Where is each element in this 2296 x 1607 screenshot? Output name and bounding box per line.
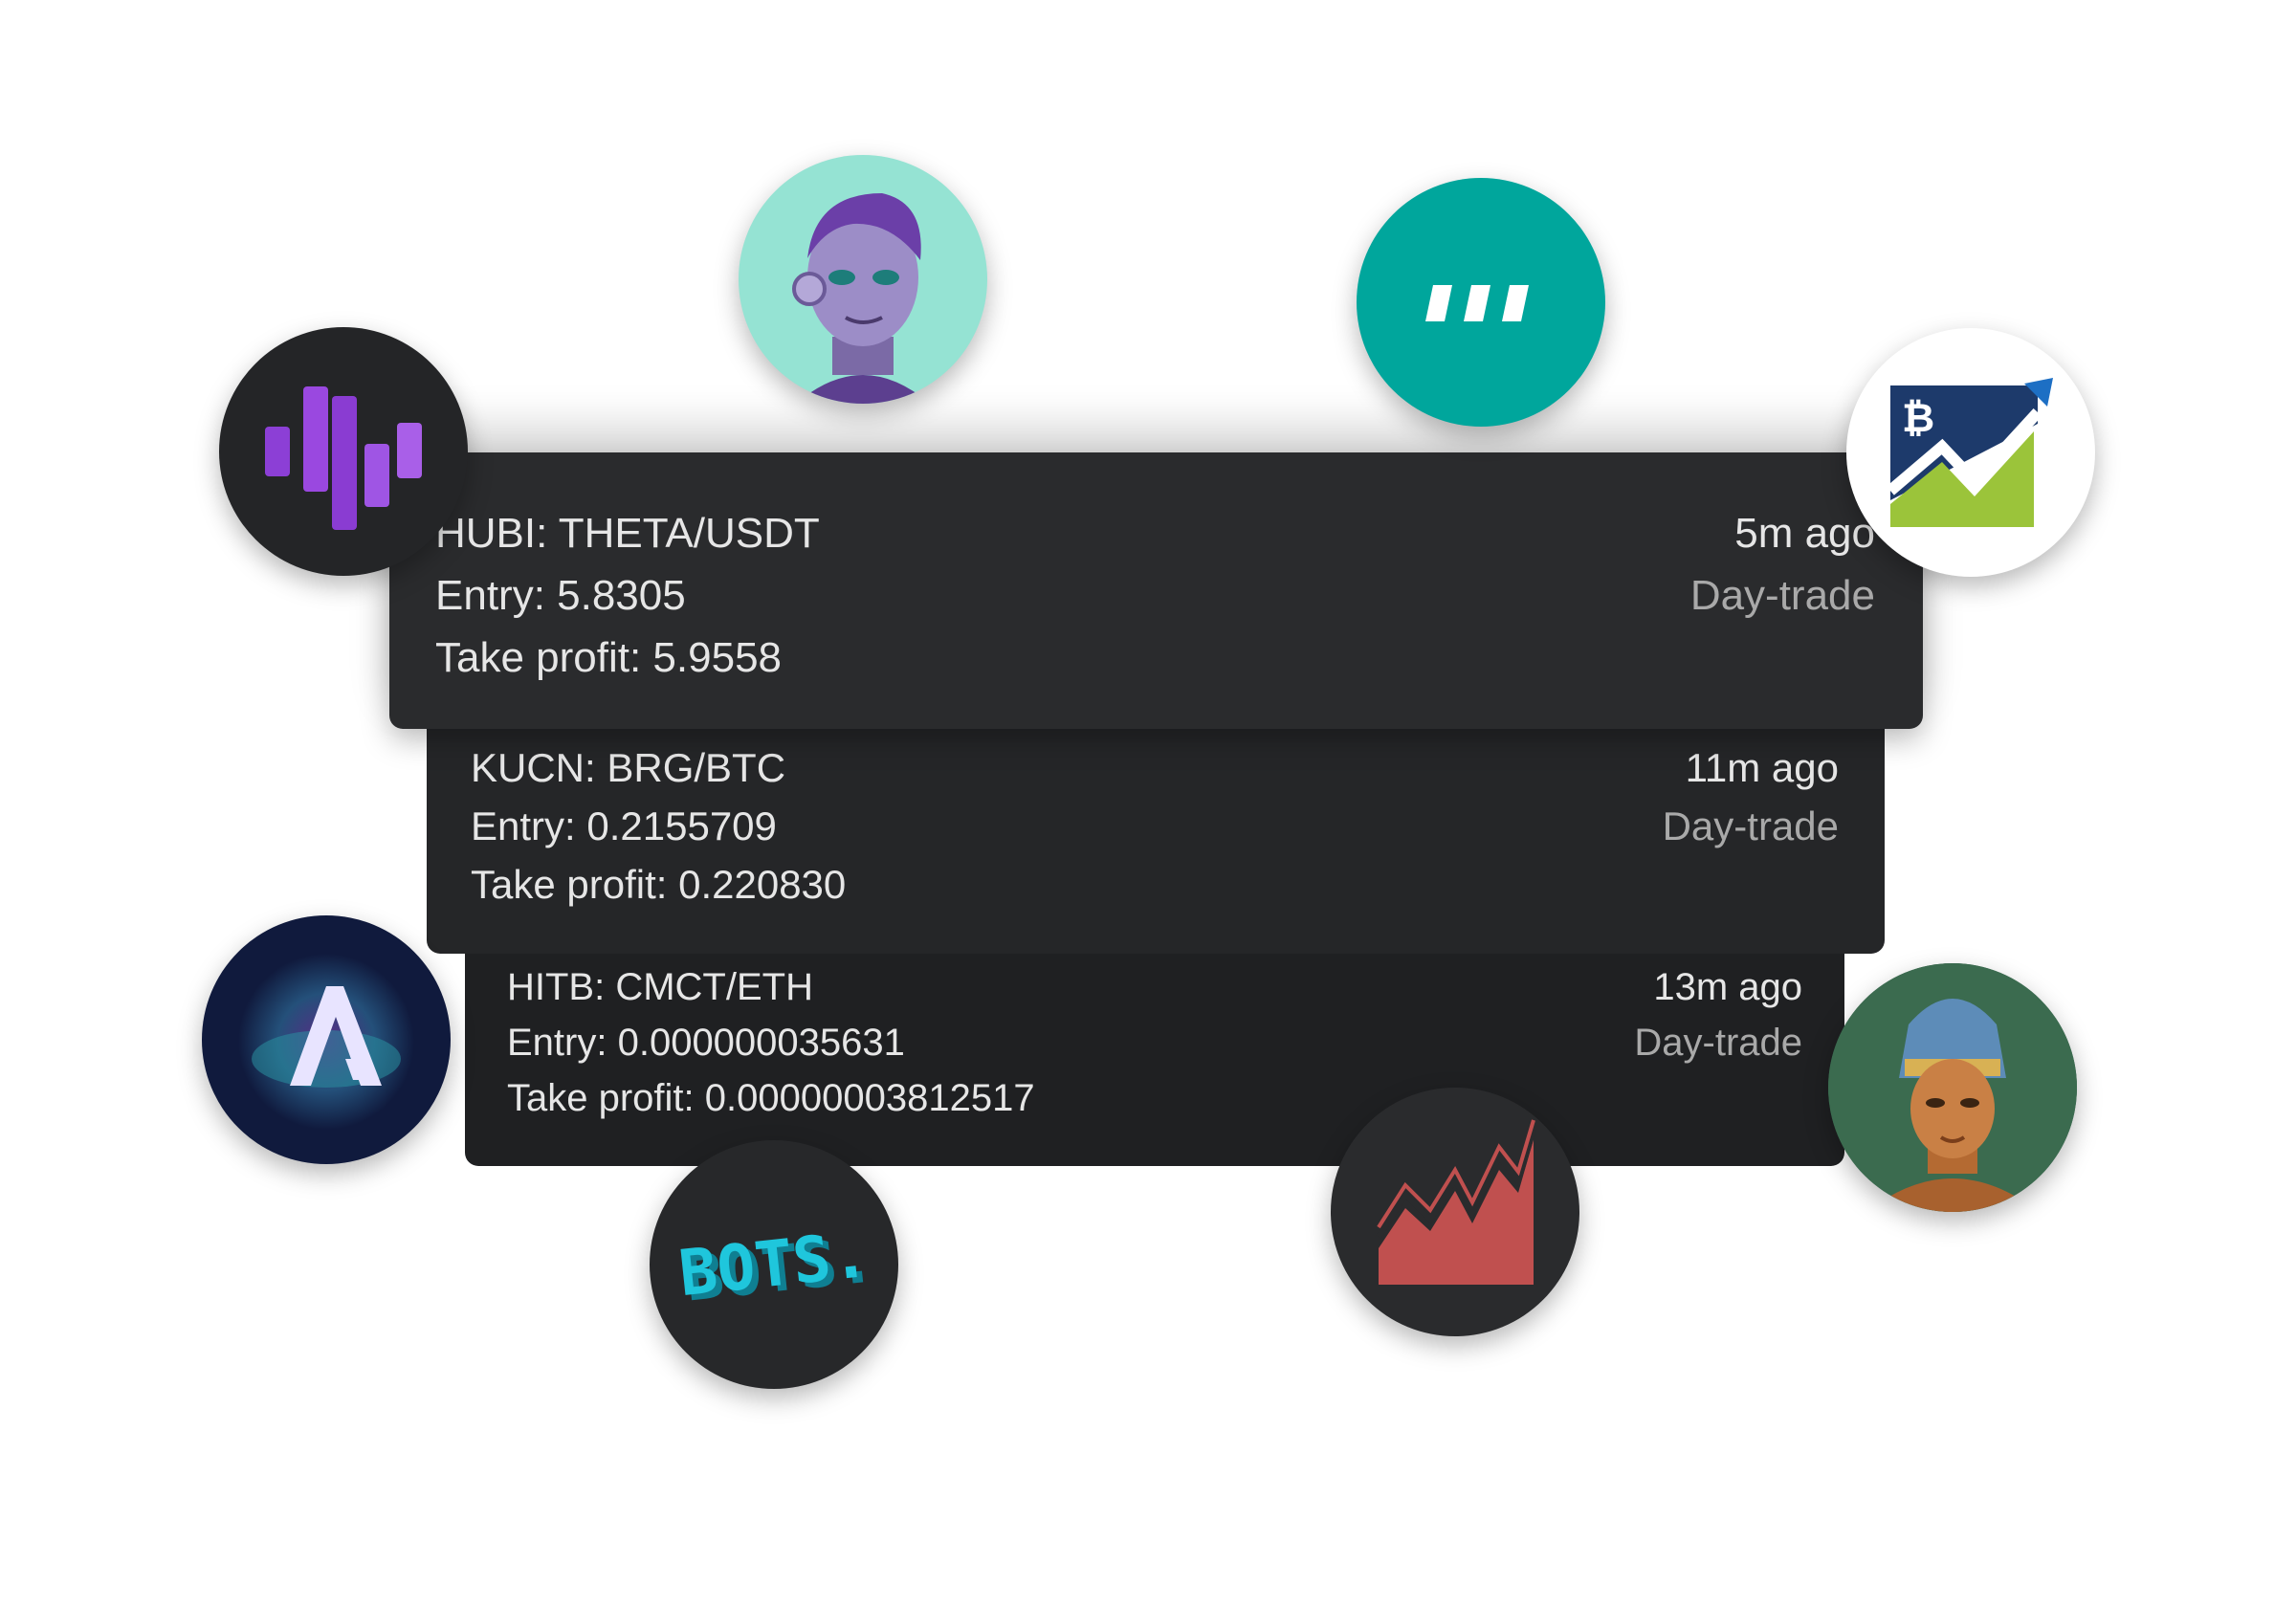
signal-entry: Entry: 0.2155709 [471,804,777,848]
signal-take-profit: Take profit: 0.220830 [471,862,847,907]
signal-card-1-right: 5m ago Day-trade [1690,502,1875,729]
signal-type: Day-trade [1634,1022,1802,1064]
signal-type: Day-trade [1689,572,1875,619]
signal-pair-title: HUBI: THETA/USDT [435,510,820,557]
bitcoin-chart-icon: ₿ [1846,328,2095,577]
signal-card-3-left: HITB: CMCT/ETH Entry: 0.000000035631 Tak… [507,959,1035,1166]
signal-card-2-left: KUCN: BRG/BTC Entry: 0.2155709 Take prof… [471,738,846,954]
red-area-chart-icon [1331,1088,1579,1336]
signal-take-profit: Take profit: 0.00000003812517 [507,1077,1035,1119]
signal-entry: Entry: 0.000000035631 [507,1022,905,1064]
bots-logo-icon: BOTS. BOTS. [650,1140,898,1389]
signal-time: 11m ago [1685,745,1839,790]
signal-card-1-left: HUBI: THETA/USDT Entry: 5.8305 Take prof… [435,502,820,729]
galaxy-a-logo-icon [202,915,451,1164]
signal-take-profit: Take profit: 5.9558 [435,634,783,681]
signal-time: 13m ago [1653,966,1802,1008]
signal-card-2-right: 11m ago Day-trade [1663,738,1839,954]
signal-pair-title: HITB: CMCT/ETH [507,966,813,1008]
quote-marks-icon [1357,178,1605,427]
egyptian-bust-icon [1828,963,2077,1212]
signal-time: 5m ago [1734,510,1875,557]
signal-card-2[interactable]: KUCN: BRG/BTC Entry: 0.2155709 Take prof… [427,729,1885,954]
robot-avatar-icon [739,155,987,404]
signal-card-3-right: 13m ago Day-trade [1634,959,1802,1166]
signal-card-3[interactable]: HITB: CMCT/ETH Entry: 0.000000035631 Tak… [465,954,1844,1166]
signal-pair-title: KUCN: BRG/BTC [471,745,786,790]
signal-card-1[interactable]: HUBI: THETA/USDT Entry: 5.8305 Take prof… [389,452,1923,729]
candlestick-logo-icon [219,327,468,576]
signal-type: Day-trade [1662,804,1839,848]
bitcoin-glyph: ₿ [1902,394,1934,441]
signal-entry: Entry: 5.8305 [435,572,686,619]
